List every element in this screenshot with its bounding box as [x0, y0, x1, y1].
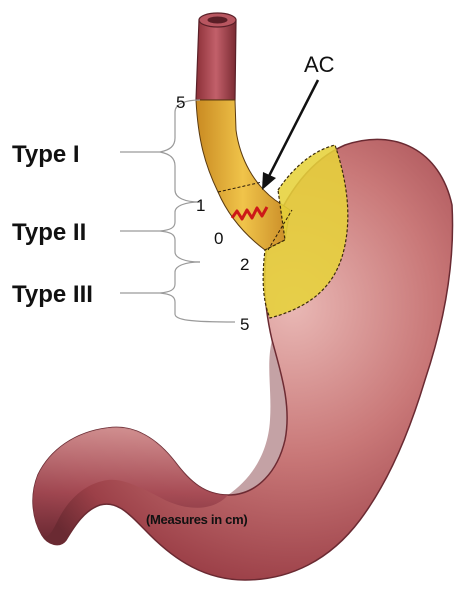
type-2-label: Type II — [12, 219, 86, 246]
esophagus-yellow-segment — [196, 100, 290, 250]
measure-0: 0 — [214, 229, 223, 248]
bracket-type-2 — [160, 202, 200, 262]
esophagus-upper — [196, 20, 236, 100]
measure-1: 1 — [196, 196, 205, 215]
type-1-label: Type I — [12, 141, 80, 168]
measure-5-top: 5 — [176, 93, 185, 112]
measure-5-bottom: 5 — [240, 315, 249, 334]
measures-caption: (Measures in cm) — [146, 512, 247, 527]
measure-2: 2 — [240, 255, 249, 274]
bracket-type-1 — [160, 100, 200, 202]
ac-label: AC — [304, 52, 335, 77]
bracket-type-3 — [160, 262, 235, 322]
type-3-label: Type III — [12, 281, 93, 308]
